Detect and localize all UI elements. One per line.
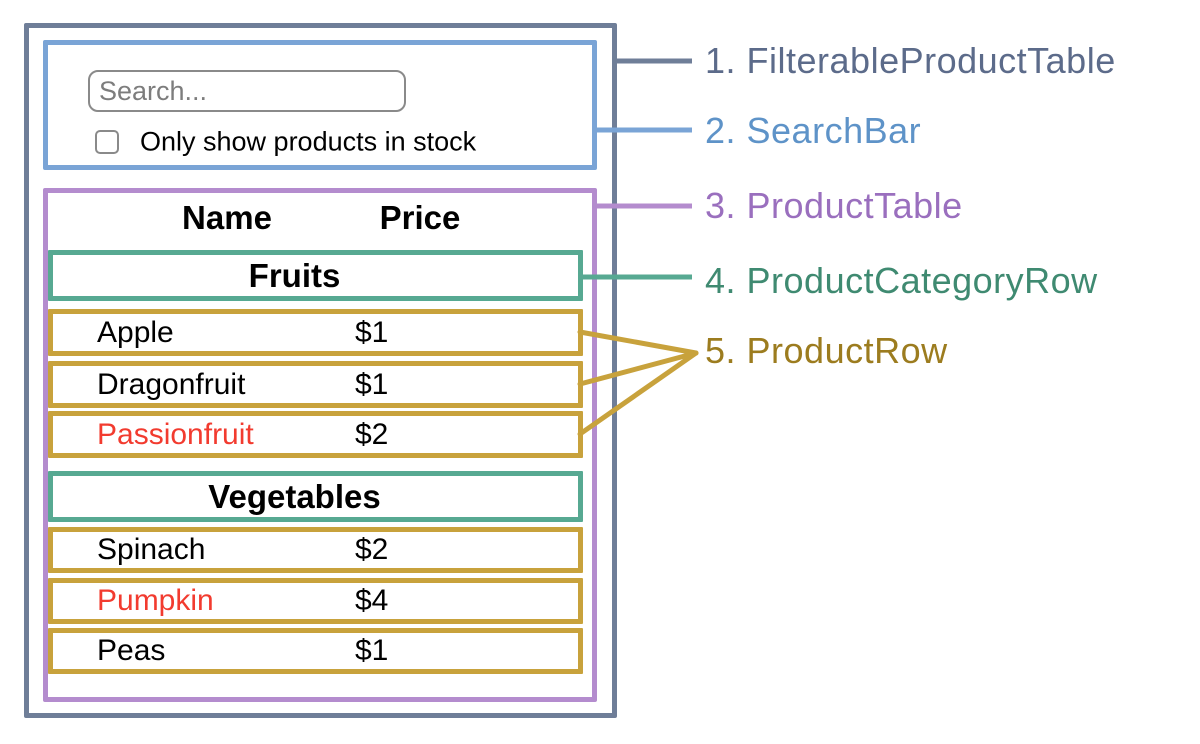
legend-filterable-product-table: 1. FilterableProductTable: [705, 40, 1116, 81]
category-row-vegetables: Vegetables: [48, 471, 583, 522]
product-row-peas: Peas $1: [48, 628, 583, 674]
product-name: Pumpkin: [97, 584, 214, 617]
product-name: Peas: [97, 634, 166, 667]
product-row-dragonfruit: Dragonfruit $1: [48, 361, 583, 408]
product-row-passionfruit: Passionfruit $2: [48, 411, 583, 458]
search-bar-outline: [43, 40, 597, 170]
product-row-pumpkin: Pumpkin $4: [48, 578, 583, 624]
price-column-header: Price: [379, 199, 461, 236]
product-price: $2: [355, 533, 389, 566]
product-name: Dragonfruit: [97, 367, 246, 401]
legend-product-category-row: 4. ProductCategoryRow: [705, 260, 1098, 301]
in-stock-checkbox-label: Only show products in stock: [140, 126, 477, 157]
product-table-outline: [43, 188, 597, 702]
product-row-apple: Apple $1: [48, 309, 583, 356]
legend-product-row: 5. ProductRow: [705, 330, 948, 371]
product-price: $2: [355, 417, 389, 451]
category-row-fruits: Fruits: [48, 250, 583, 301]
search-input[interactable]: [88, 70, 406, 112]
product-price: $1: [355, 634, 389, 667]
name-column-header: Name: [182, 199, 272, 236]
category-label: Fruits: [248, 256, 341, 294]
product-name: Passionfruit: [97, 417, 254, 451]
product-price: $4: [355, 584, 389, 617]
category-label: Vegetables: [208, 477, 381, 515]
product-row-spinach: Spinach $2: [48, 527, 583, 573]
product-price: $1: [355, 367, 389, 401]
product-name: Spinach: [97, 533, 206, 566]
in-stock-checkbox[interactable]: [95, 130, 119, 154]
product-name: Apple: [97, 315, 174, 349]
legend-product-table: 3. ProductTable: [705, 185, 963, 226]
legend-search-bar: 2. SearchBar: [705, 110, 922, 151]
product-price: $1: [355, 315, 389, 349]
